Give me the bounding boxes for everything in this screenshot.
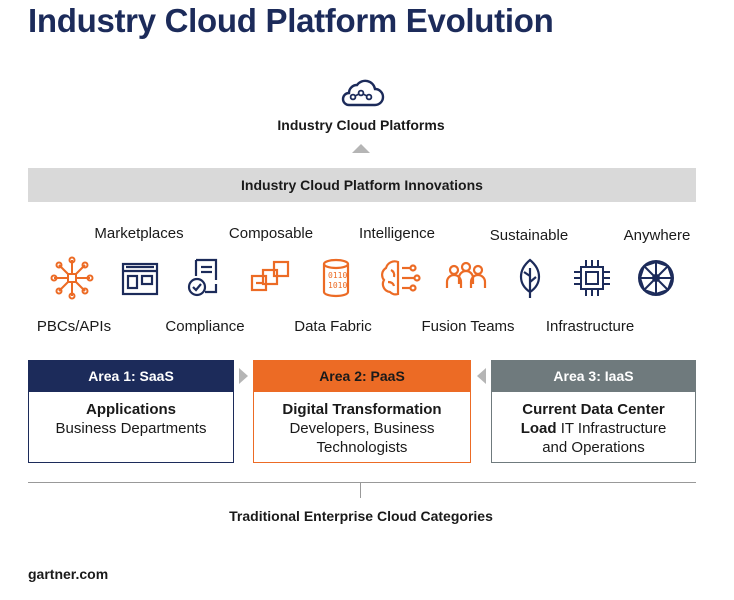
area-3-audience-line1: IT Infrastructure xyxy=(556,420,667,437)
area-2-audience-line2: Technologists xyxy=(316,439,408,456)
svg-text:1010: 1010 xyxy=(328,281,347,290)
sustainable-leaf-icon xyxy=(508,256,552,300)
area-2-box: Digital Transformation Developers, Busin… xyxy=(253,392,471,463)
label-fusion-teams: Fusion Teams xyxy=(421,318,515,335)
innovations-bar: Industry Cloud Platform Innovations xyxy=(28,168,696,202)
baseline-connector xyxy=(360,482,361,498)
industry-cloud-platforms-label: Industry Cloud Platforms xyxy=(277,117,445,133)
label-anywhere: Anywhere xyxy=(623,227,691,244)
area-3-box: Current Data Center Load IT Infrastructu… xyxy=(491,392,696,463)
fusion-team-people-icon xyxy=(444,256,488,300)
pbc-api-hub-icon xyxy=(50,256,94,300)
anywhere-globe-network-icon xyxy=(634,256,678,300)
area-1-header: Area 1: SaaS xyxy=(28,360,234,392)
label-marketplaces: Marketplaces xyxy=(94,225,184,242)
area-3-audience-line2: and Operations xyxy=(542,439,645,456)
label-infrastructure: Infrastructure xyxy=(545,318,635,335)
compliance-document-icon xyxy=(184,256,228,300)
area-1-box: Applications Business Departments xyxy=(28,392,234,463)
baseline-divider xyxy=(28,482,696,483)
area-3-title: Current Data Center xyxy=(522,401,665,418)
area-2-header: Area 2: PaaS xyxy=(253,360,471,392)
label-pbcs-apis: PBCs/APIs xyxy=(36,318,112,335)
cloud-network-icon xyxy=(337,77,385,109)
area-3-title-cont: Load xyxy=(520,420,557,437)
intelligence-brain-icon xyxy=(378,256,422,300)
page-title: Industry Cloud Platform Evolution xyxy=(28,2,554,39)
source-footer: gartner.com xyxy=(28,566,109,582)
label-compliance: Compliance xyxy=(165,318,245,335)
right-arrow-icon xyxy=(239,368,248,384)
marketplace-storefront-icon xyxy=(118,256,162,300)
label-intelligence: Intelligence xyxy=(359,225,435,242)
svg-text:0110: 0110 xyxy=(328,271,347,280)
traditional-categories-label: Traditional Enterprise Cloud Categories xyxy=(229,508,493,524)
area-1-audience: Business Departments xyxy=(55,420,207,437)
data-fabric-database-icon: 0110 1010 xyxy=(314,256,358,300)
area-2-audience-line1: Developers, Business xyxy=(289,420,435,437)
area-2-title: Digital Transformation xyxy=(282,401,442,418)
label-data-fabric: Data Fabric xyxy=(294,318,372,335)
left-arrow-icon xyxy=(477,368,486,384)
composable-blocks-icon xyxy=(248,256,292,300)
area-3-header: Area 3: IaaS xyxy=(491,360,696,392)
label-composable: Composable xyxy=(228,225,314,242)
area-1-title: Applications xyxy=(85,401,176,418)
label-sustainable: Sustainable xyxy=(489,227,569,244)
up-arrow-icon xyxy=(352,144,370,153)
infrastructure-chip-icon xyxy=(570,256,614,300)
